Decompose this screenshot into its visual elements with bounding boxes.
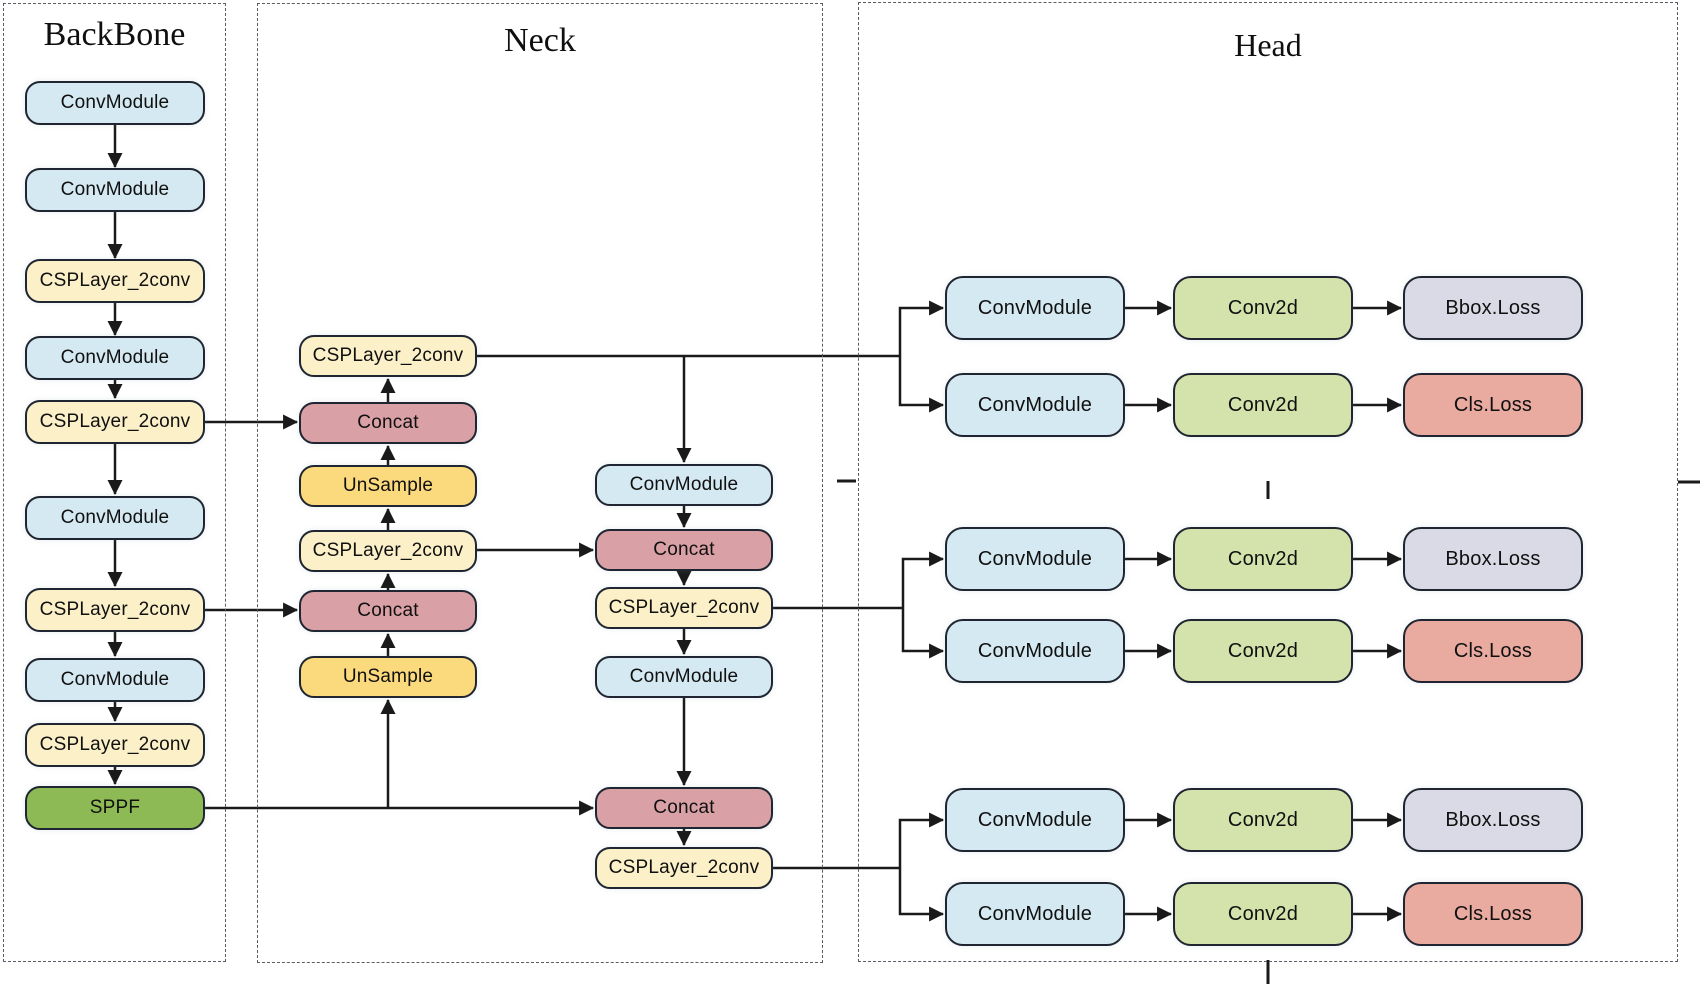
backbone-csplayer-4: CSPLayer_2conv: [25, 723, 205, 767]
neck-down-convmodule-1: ConvModule: [595, 464, 773, 506]
neck-concat-1: Concat: [299, 402, 477, 444]
head-g1-cls-convmodule: ConvModule: [945, 373, 1125, 437]
head-title: Head: [1234, 27, 1302, 63]
neck-concat-4: Concat: [595, 787, 773, 829]
head-g3-bbox-loss: Bbox.Loss: [1403, 788, 1583, 852]
neck-out-csplayer-3: CSPLayer_2conv: [595, 847, 773, 889]
head-g3-cls-convmodule: ConvModule: [945, 882, 1125, 946]
neck-out-csplayer-2: CSPLayer_2conv: [595, 587, 773, 629]
neck-upsample-2: UnSample: [299, 656, 477, 698]
backbone-section: BackBone: [3, 3, 226, 962]
head-g3-bbox-convmodule: ConvModule: [945, 788, 1125, 852]
backbone-csplayer-3: CSPLayer_2conv: [25, 588, 205, 632]
neck-mid-csplayer: CSPLayer_2conv: [299, 530, 477, 572]
head-section: Head: [858, 2, 1678, 962]
neck-concat-2: Concat: [299, 590, 477, 632]
head-g2-cls-conv2d: Conv2d: [1173, 619, 1353, 683]
neck-section: Neck: [257, 3, 823, 963]
backbone-title: BackBone: [43, 16, 186, 53]
backbone-convmodule-1: ConvModule: [25, 81, 205, 125]
head-g1-cls-loss: Cls.Loss: [1403, 373, 1583, 437]
head-g2-bbox-convmodule: ConvModule: [945, 527, 1125, 591]
neck-concat-3: Concat: [595, 529, 773, 571]
head-g2-cls-convmodule: ConvModule: [945, 619, 1125, 683]
head-g3-cls-conv2d: Conv2d: [1173, 882, 1353, 946]
backbone-csplayer-2: CSPLayer_2conv: [25, 400, 205, 444]
backbone-csplayer-1: CSPLayer_2conv: [25, 259, 205, 303]
head-g2-bbox-conv2d: Conv2d: [1173, 527, 1353, 591]
neck-upsample-1: UnSample: [299, 465, 477, 507]
backbone-convmodule-4: ConvModule: [25, 496, 205, 540]
head-g3-cls-loss: Cls.Loss: [1403, 882, 1583, 946]
head-g1-bbox-convmodule: ConvModule: [945, 276, 1125, 340]
head-g1-cls-conv2d: Conv2d: [1173, 373, 1353, 437]
head-g3-bbox-conv2d: Conv2d: [1173, 788, 1353, 852]
neck-title: Neck: [504, 22, 576, 59]
head-g1-bbox-conv2d: Conv2d: [1173, 276, 1353, 340]
neck-top-csplayer: CSPLayer_2conv: [299, 335, 477, 377]
neck-down-convmodule-2: ConvModule: [595, 656, 773, 698]
backbone-sppf: SPPF: [25, 786, 205, 830]
backbone-convmodule-5: ConvModule: [25, 658, 205, 702]
backbone-convmodule-2: ConvModule: [25, 168, 205, 212]
head-g2-cls-loss: Cls.Loss: [1403, 619, 1583, 683]
head-g2-bbox-loss: Bbox.Loss: [1403, 527, 1583, 591]
head-g1-bbox-loss: Bbox.Loss: [1403, 276, 1583, 340]
backbone-convmodule-3: ConvModule: [25, 336, 205, 380]
